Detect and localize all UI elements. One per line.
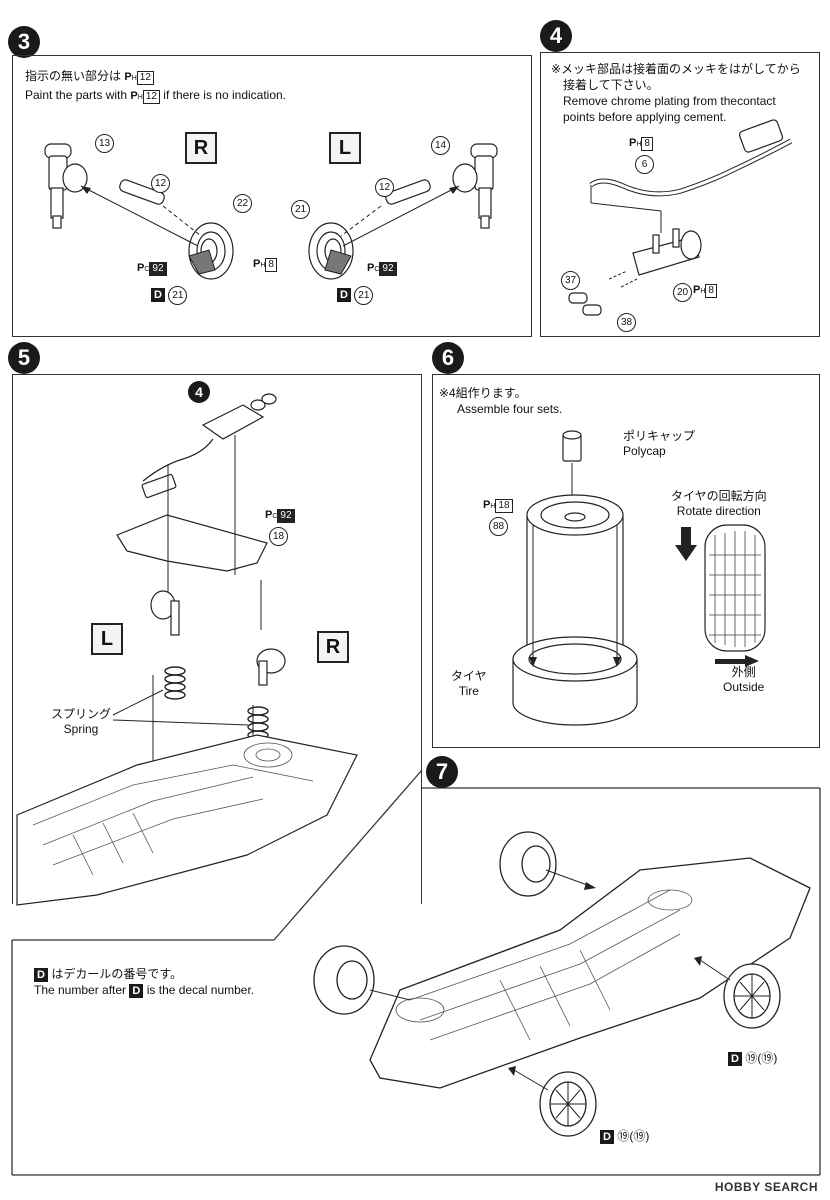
part-37-callout: 37 [561, 271, 580, 290]
step-4-number: 4 [540, 20, 572, 52]
step-3-note-en-suffix: if there is no indication. [163, 88, 287, 102]
step-5-number: 5 [8, 342, 40, 374]
step-5-panel: 4 [12, 374, 422, 906]
step-4-note-en-1: Remove chrome plating from thecontact [563, 94, 776, 108]
step-4-note-jp-2: 接着して下さい。 [563, 78, 659, 92]
decal-19-rear: D ⑲(⑲) [728, 1050, 777, 1066]
decal-21-left: D 21 [151, 286, 188, 305]
step-4-note-en-2: points before applying cement. [563, 110, 727, 124]
step-6-note-jp: ※4組作ります。 [439, 386, 527, 400]
part-14-callout: 14 [431, 136, 450, 155]
upright-left-drawing [44, 143, 498, 280]
step-4-note-jp-1: ※メッキ部品は接着面のメッキをはがしてから [551, 62, 801, 76]
part-20-callout: 20 [673, 283, 692, 302]
sub-step-4-marker: 4 [188, 381, 210, 403]
part-12-right-callout: 12 [375, 178, 394, 197]
part-12-left-callout: 12 [151, 174, 170, 193]
step-6-note: ※4組作ります。 Assemble four sets. [439, 385, 562, 417]
decal-19-front: D ⑲(⑲) [600, 1128, 649, 1144]
step-3-note-en: Paint the parts with [25, 88, 128, 102]
wheel-tire-drawing [512, 430, 766, 726]
watermark-logo: HOBBY SEARCH [714, 1180, 818, 1194]
step-4-panel: ※メッキ部品は接着面のメッキをはがしてから 接着して下さい。 Remove ch… [540, 52, 820, 337]
side-r-label-step5: R [317, 631, 349, 663]
part-13-callout: 13 [95, 134, 114, 153]
part-22-callout: 22 [233, 194, 252, 213]
decal-note-jp: はデカールの番号です。 [51, 967, 183, 981]
part-21-callout: 21 [291, 200, 310, 219]
part-6-callout: 6 [635, 155, 654, 174]
part-38-callout: 38 [617, 313, 636, 332]
part-88-callout: 88 [489, 517, 508, 536]
part-18-callout: 18 [269, 527, 288, 546]
decal-note: D はデカールの番号です。 The number after D is the … [34, 967, 255, 998]
side-l-label: L [329, 132, 361, 164]
step-6-note-en: Assemble four sets. [457, 402, 563, 416]
side-l-label-step5: L [91, 623, 123, 655]
decal-note-en-suffix: is the decal number. [146, 983, 255, 997]
step-4-note: ※メッキ部品は接着面のメッキをはがしてから 接着して下さい。 Remove ch… [551, 61, 801, 125]
decal-note-en-prefix: The number after [34, 983, 127, 997]
step-3-note-jp: 指示の無い部分は [25, 69, 122, 83]
side-r-label: R [185, 132, 217, 164]
step-3-number: 3 [8, 26, 40, 58]
step-7-number: 7 [426, 756, 458, 788]
exhaust-drawing [568, 119, 793, 316]
decal-21-right: D 21 [337, 286, 374, 305]
step-6-number: 6 [432, 342, 464, 374]
chassis-step5-drawing [16, 393, 358, 906]
